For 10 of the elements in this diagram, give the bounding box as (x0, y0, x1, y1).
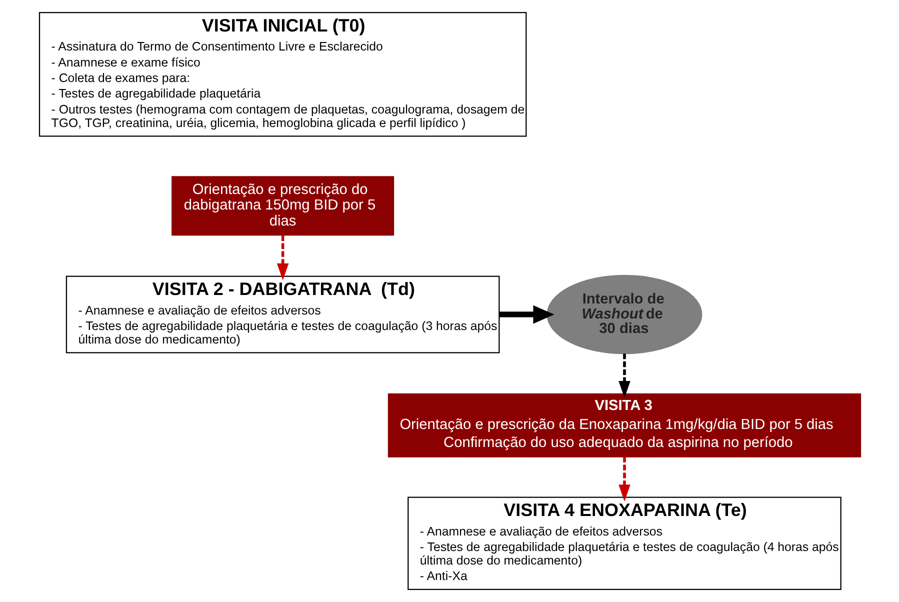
node-box: VISITA 4 ENOXAPARINA (Te) - Anamnese e avaliação de efeitos adversos - Testes de agregabilidade plaquetária e testes de coagulação (4 horas após última dose do medicamento) - Anti-Xa (407, 496, 841, 590)
node-box: VISITA 3 Orientação e prescrição da Enoxaparina 1mg/kg/dia BID por 5 dias Confirmação do uso adequado da aspirina no período (387, 393, 861, 458)
node-box: Orientação e prescrição do dabigatrana 150mg BID por 5 dias (171, 176, 394, 236)
node-box: VISITA 2 - DABIGATRANA (Td) - Anamnese e avaliação de efeitos adversos - Testes de agregabilidade plaquetária e testes de coagulação (3 horas após última dose do medicamento) (65, 276, 500, 354)
node-ellipse: Intervalo de Washout de 30 dias (546, 274, 702, 354)
arrow (618, 456, 630, 502)
arrow (618, 354, 630, 398)
arrow (276, 236, 288, 280)
node-box: VISITA INICIAL (T0) - Assinatura do Termo de Consentimento Livre e Esclarecido - Anamnese e exame físico - Coleta de exames para: - Testes de agregabilidade plaquetária - Outros testes (hemograma com contagem de plaquetas, coagulograma, dosagem de TGO, TGP, creatinina, uréia, glicemia, hemoglobina glicada e perfil lipídico ) (38, 12, 526, 137)
arrow (498, 305, 554, 324)
